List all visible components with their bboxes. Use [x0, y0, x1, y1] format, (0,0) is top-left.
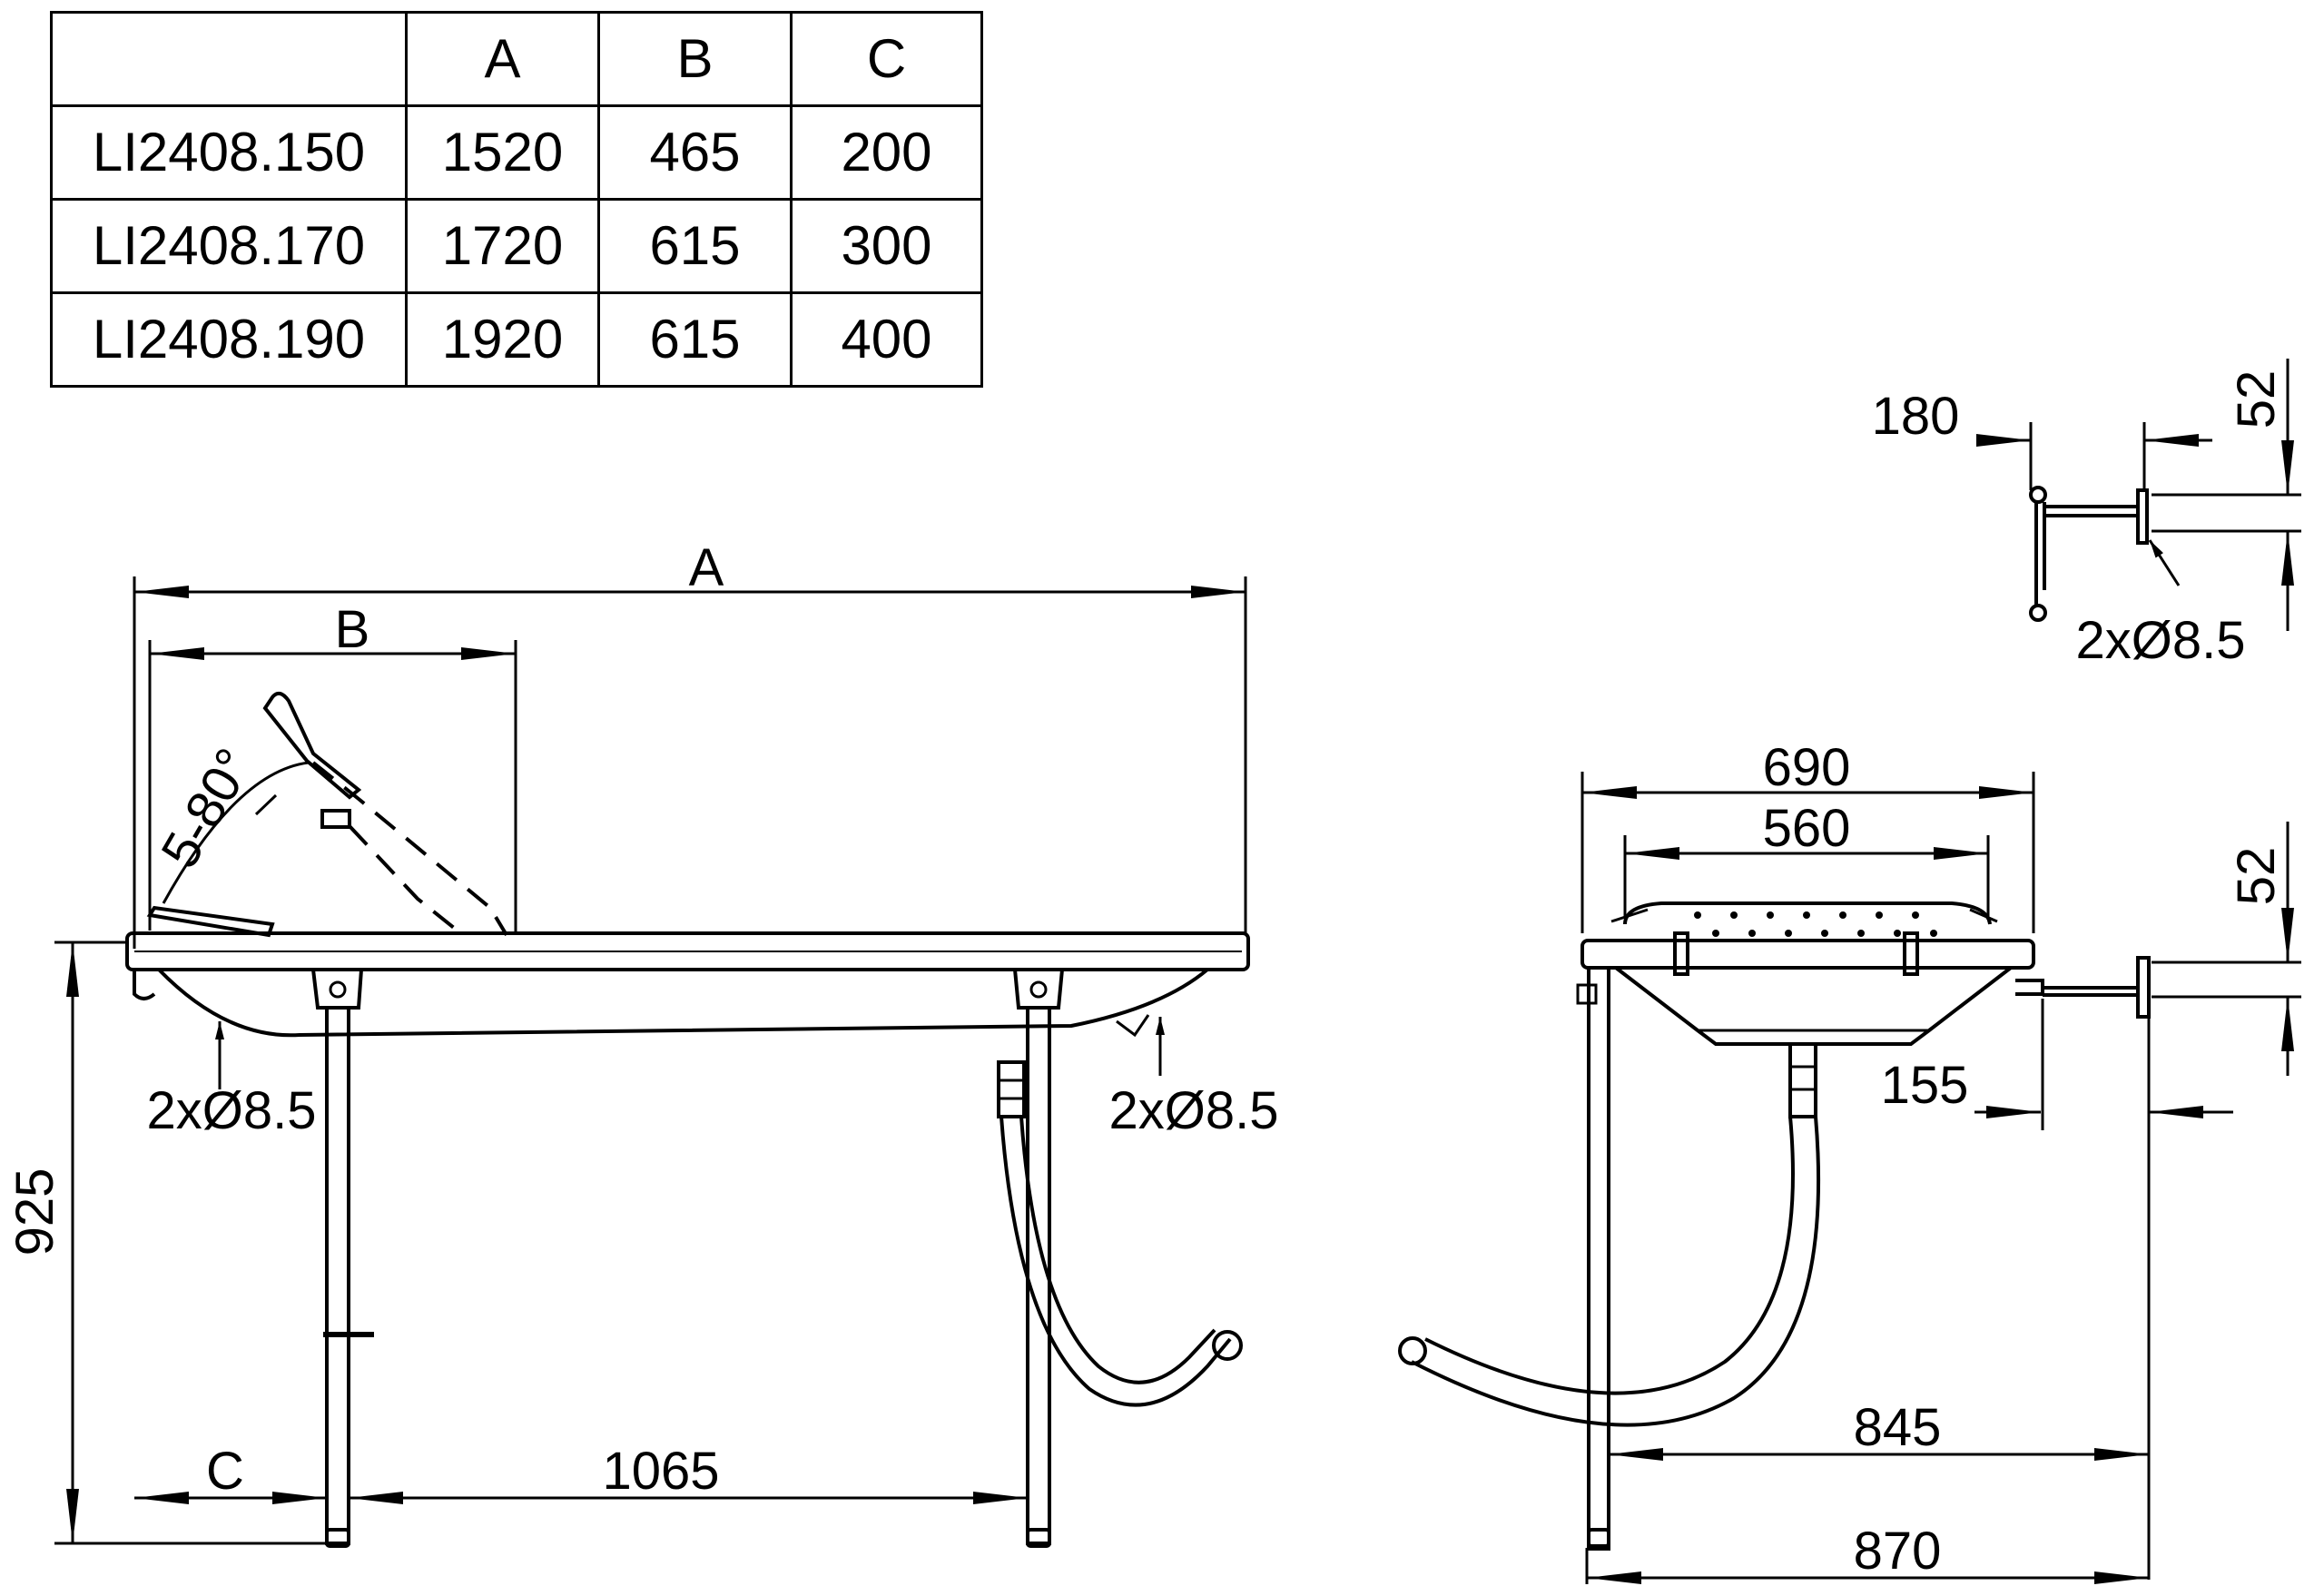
dim-180-label: 180	[1872, 387, 1960, 446]
table-header-row: A B C	[50, 11, 983, 107]
table-cell: 1920	[405, 291, 600, 388]
dim-845-label: 845	[1854, 1398, 1942, 1457]
hole-label-left: 2xØ8.5	[147, 1081, 317, 1140]
strap-clip	[1903, 931, 1919, 976]
table-header-cell: B	[597, 11, 793, 107]
leg-left	[325, 1006, 350, 1545]
angle-arc	[162, 761, 310, 904]
headrest-raised	[262, 691, 362, 800]
angle-tick	[254, 793, 278, 816]
strap-clip	[1673, 931, 1689, 976]
dim-1065-label: 1065	[602, 1442, 719, 1501]
drain-hose-outer	[1000, 1116, 1232, 1407]
angle-label: 5-80°	[150, 739, 264, 878]
table-header-cell	[50, 11, 408, 107]
dim-52-label: 52	[2227, 847, 2286, 906]
dim-52-label: 52	[2227, 370, 2286, 429]
drain-hose-inner	[1411, 1116, 1821, 1427]
table-cell-model: LI2408.170	[50, 198, 408, 294]
drain-fitting	[1116, 1014, 1150, 1038]
table-cell: 1520	[405, 104, 600, 201]
headrest-dashed-lower	[348, 824, 465, 937]
bracket-plate	[2136, 488, 2149, 545]
table-cell-model: LI2408.150	[50, 104, 408, 201]
bolt-icon	[329, 980, 347, 999]
table-cell: 300	[790, 198, 983, 294]
hole-label-right: 2xØ8.5	[1109, 1081, 1279, 1140]
table-row: LI2408.190 1920 615 400	[50, 291, 983, 388]
table-cell: 615	[597, 291, 793, 388]
tabletop-end	[1581, 939, 2035, 970]
dim-690-label: 690	[1763, 738, 1851, 797]
leg-foot	[325, 1528, 350, 1548]
dim-925-label: 925	[5, 1168, 64, 1256]
side-view	[54, 576, 1250, 1548]
leg-end	[1587, 966, 1610, 1551]
drain-connector	[997, 1060, 1026, 1118]
leg-bracket-left	[310, 968, 364, 1010]
dimension-table: A B C LI2408.150 1520 465 200 LI2408.170…	[50, 11, 983, 388]
drain-connector	[1788, 1042, 1817, 1118]
dim-a-label: A	[689, 538, 724, 597]
hole-icon	[2029, 604, 2047, 622]
leg-foot	[1026, 1528, 1051, 1548]
bolt-icon	[1029, 980, 1048, 999]
headrest-latch	[320, 809, 351, 829]
wall-plate	[2136, 956, 2151, 1019]
headrest-dashed-upper	[311, 761, 508, 937]
table-header-cell: A	[405, 11, 600, 107]
dim-870-label: 870	[1854, 1522, 1942, 1581]
tabletop	[125, 931, 1250, 971]
basin-end	[1614, 966, 2013, 1046]
dim-b-label: B	[335, 600, 370, 659]
table-cell: 615	[597, 198, 793, 294]
perforation-dots	[1694, 911, 1937, 937]
table-row: LI2408.150 1520 465 200	[50, 104, 983, 201]
hose-end-icon	[1212, 1330, 1243, 1361]
table-header-cell: C	[790, 11, 983, 107]
drain-hose-outer	[1424, 1116, 1795, 1395]
hole-label: 2xØ8.5	[2076, 611, 2246, 670]
table-cell: 200	[790, 104, 983, 201]
bracket-detail	[1976, 359, 2301, 631]
table-cell: 465	[597, 104, 793, 201]
end-view	[1398, 772, 2301, 1584]
leg-bracket-right	[1012, 968, 1065, 1010]
cushion-top	[1623, 901, 1992, 925]
table-row: LI2408.170 1720 615 300	[50, 198, 983, 294]
table-cell: 400	[790, 291, 983, 388]
basin-underside	[157, 968, 1209, 1038]
table-cell-model: LI2408.190	[50, 291, 408, 388]
dim-155-label: 155	[1881, 1056, 1969, 1115]
leg-clamp	[1576, 983, 1598, 1005]
hole-icon	[2029, 486, 2047, 504]
dim-560-label: 560	[1763, 799, 1851, 858]
hole-leader	[2148, 539, 2181, 586]
cushion-edge	[1610, 908, 1998, 923]
table-cell: 1720	[405, 198, 600, 294]
dim-c-label: C	[206, 1442, 244, 1501]
left-hook	[133, 970, 156, 1000]
wall-bracket-stub	[2015, 979, 2044, 996]
drain-hose-inner	[1019, 1116, 1216, 1384]
headrest-folded	[146, 905, 275, 938]
hose-end-icon	[1398, 1336, 1427, 1365]
leg-foot	[1587, 1528, 1610, 1548]
